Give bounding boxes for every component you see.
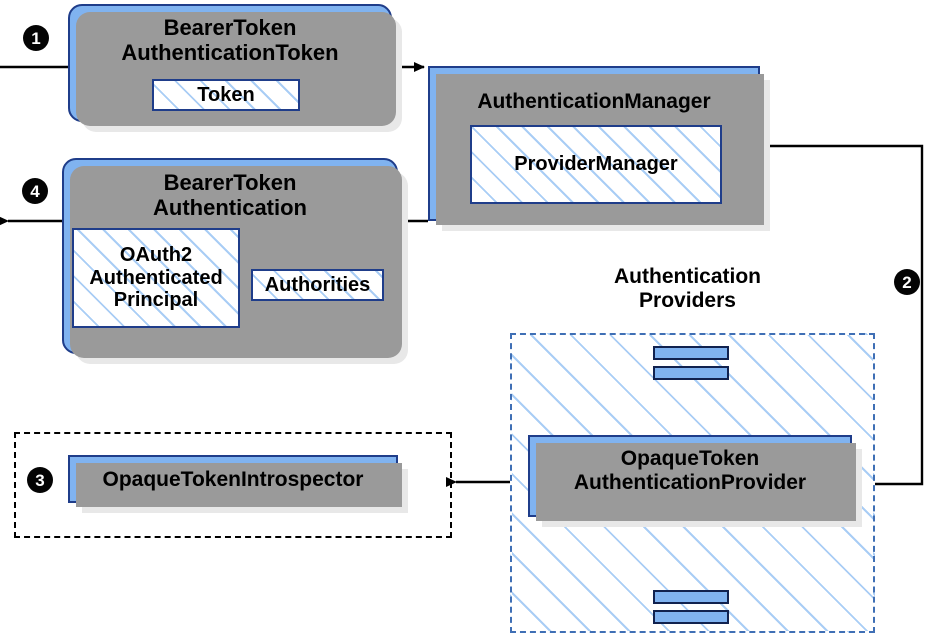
step-marker-3: 3 xyxy=(27,467,53,493)
node-bearer-token-authentication-token-label: BearerToken AuthenticationToken xyxy=(121,15,339,65)
inner-provider-manager-label: ProviderManager xyxy=(514,153,678,176)
stacked-bars-icon-bottom xyxy=(653,590,729,624)
step-marker-2: 2 xyxy=(894,269,920,295)
inner-token-label: Token xyxy=(197,83,255,106)
inner-token-box[interactable]: Token xyxy=(152,79,300,111)
node-opaque-token-authentication-provider-label: OpaqueToken AuthenticationProvider xyxy=(573,447,807,494)
node-authentication-manager-label: AuthenticationManager xyxy=(477,90,711,113)
step-marker-1: 1 xyxy=(23,25,49,51)
bar-segment xyxy=(653,366,729,380)
step-marker-4: 4 xyxy=(22,178,48,204)
bar-segment xyxy=(653,346,729,360)
inner-authorities-box[interactable]: Authorities xyxy=(251,269,384,301)
bar-segment xyxy=(653,610,729,624)
node-opaque-token-introspector[interactable]: OpaqueTokenIntrospector xyxy=(68,455,408,513)
bar-segment xyxy=(653,590,729,604)
stacked-bars-icon-top xyxy=(653,346,729,380)
authentication-providers-label: Authentication Providers xyxy=(614,265,761,312)
connector-manager-to-provider xyxy=(760,144,924,489)
inner-oauth2-authenticated-principal-box[interactable]: OAuth2 Authenticated Principal xyxy=(72,228,240,328)
inner-authorities-label: Authorities xyxy=(264,273,371,296)
inner-oauth2-authenticated-principal-label: OAuth2 Authenticated Principal xyxy=(89,244,223,312)
node-opaque-token-introspector-label: OpaqueTokenIntrospector xyxy=(102,468,364,491)
node-bearer-token-authentication-label: BearerToken Authentication xyxy=(153,170,307,220)
node-opaque-token-authentication-provider[interactable]: OpaqueToken AuthenticationProvider xyxy=(528,435,862,527)
inner-provider-manager-box[interactable]: ProviderManager xyxy=(470,125,722,204)
